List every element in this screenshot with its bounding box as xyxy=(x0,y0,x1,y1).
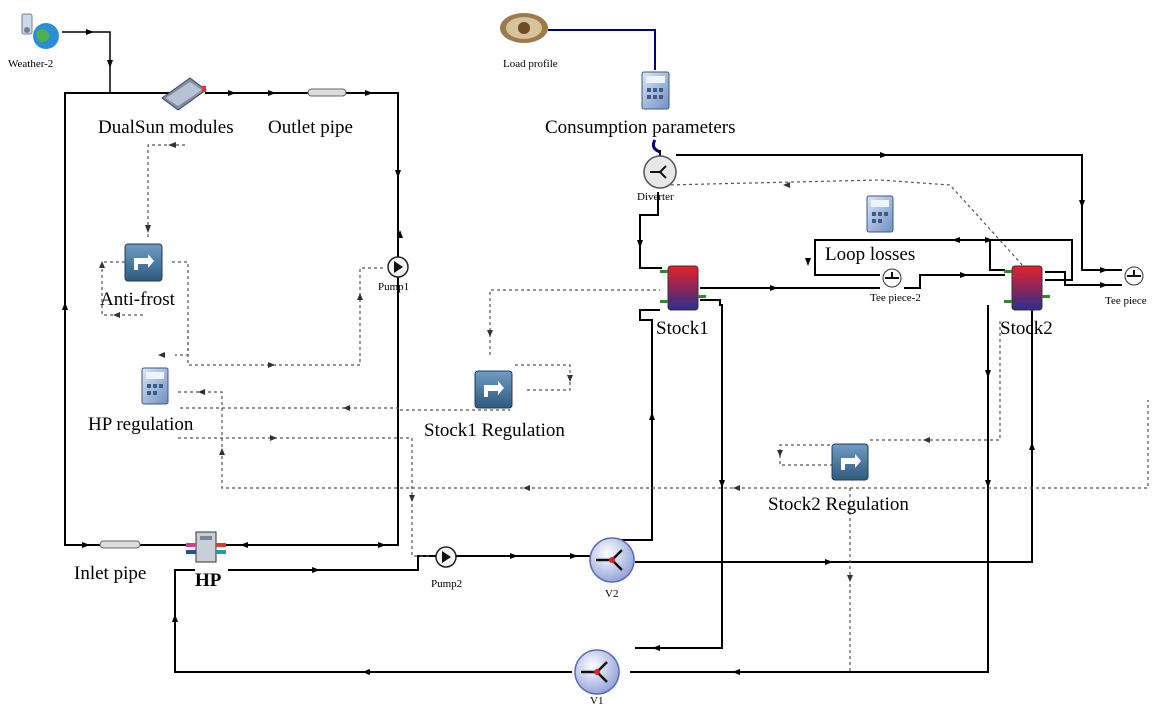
consumption-link xyxy=(651,139,661,154)
anti-frost-controller-icon[interactable] xyxy=(124,243,163,282)
dualsun-label: DualSun modules xyxy=(98,117,234,138)
consumption-label: Consumption parameters xyxy=(545,117,736,138)
loop-losses-label: Loop losses xyxy=(825,244,916,265)
pump2-icon[interactable] xyxy=(435,546,457,568)
pump1-label: Pump1 xyxy=(378,281,410,293)
outlet-pipe-icon[interactable] xyxy=(307,88,347,97)
v2-label: V2 xyxy=(605,588,619,600)
load-profile-label: Load profile xyxy=(503,58,558,70)
inlet-pipe-icon[interactable] xyxy=(99,540,141,549)
consumption-calculator-icon[interactable] xyxy=(641,71,670,110)
stock1-regulation-label: Stock1 Regulation xyxy=(424,420,565,441)
control-links xyxy=(101,144,1149,672)
weather-globe-icon[interactable] xyxy=(21,13,59,49)
meter-icon[interactable] xyxy=(500,13,548,43)
v1-label: V1 xyxy=(590,695,604,707)
weather-label: Weather-2 xyxy=(8,58,54,70)
hp-regulation-calculator-icon[interactable] xyxy=(141,367,169,405)
diverter-label: Diverter xyxy=(637,191,674,203)
stock1-regulation-controller-icon[interactable] xyxy=(474,370,513,409)
stock1-tank-icon[interactable] xyxy=(660,265,706,311)
control-arrows xyxy=(99,142,930,582)
flow-arrows xyxy=(62,29,1108,675)
data-links xyxy=(548,29,656,70)
hp-label: HP xyxy=(195,570,222,591)
inlet-pipe-label: Inlet pipe xyxy=(74,563,147,584)
heat-pump-icon[interactable] xyxy=(186,531,226,563)
stock2-tank-icon[interactable] xyxy=(1004,265,1050,311)
stock2-label: Stock2 xyxy=(1000,318,1053,339)
pump1-icon[interactable] xyxy=(387,256,409,278)
tee-piece-2-icon[interactable] xyxy=(882,268,902,288)
outlet-pipe-label: Outlet pipe xyxy=(268,117,353,138)
tee-piece-label: Tee piece xyxy=(1105,295,1147,307)
anti-frost-label: Anti-frost xyxy=(100,289,175,310)
stock2-regulation-label: Stock2 Regulation xyxy=(768,494,909,515)
stock1-label: Stock1 xyxy=(656,318,709,339)
stock2-regulation-controller-icon[interactable] xyxy=(831,443,869,481)
solar-collector-icon[interactable] xyxy=(161,77,207,111)
loop-losses-calculator-icon[interactable] xyxy=(866,195,894,233)
v2-valve-icon[interactable] xyxy=(589,537,635,583)
tee-piece-icon[interactable] xyxy=(1124,266,1144,286)
v1-valve-icon[interactable] xyxy=(574,649,620,695)
diverter-icon[interactable] xyxy=(643,155,677,189)
tee-piece-2-label: Tee piece-2 xyxy=(870,292,921,304)
hp-regulation-label: HP regulation xyxy=(88,414,194,435)
pump2-label: Pump2 xyxy=(431,578,463,590)
